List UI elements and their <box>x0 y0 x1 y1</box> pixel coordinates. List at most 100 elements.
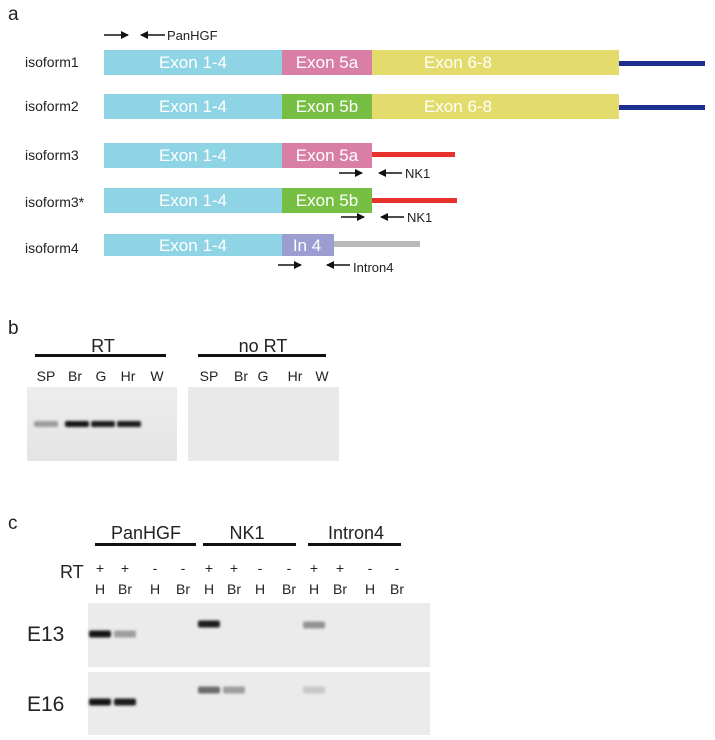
isoform-2: isoform2 Exon 1-4 Exon 5b Exon 6-8 <box>25 94 705 119</box>
primer-nk1-a: NK1 <box>339 166 430 181</box>
gel-band-rt-2 <box>91 421 115 427</box>
panel-a-label: a <box>8 4 19 25</box>
lane-label: Br <box>176 581 190 597</box>
exon5a-block <box>282 50 372 75</box>
lane-label: Br <box>282 581 296 597</box>
rt-sign: + <box>230 560 238 576</box>
lane-label: H <box>150 581 160 597</box>
rt-sign: + <box>336 560 344 576</box>
lane-label: SP <box>37 368 56 384</box>
lane-label: H <box>204 581 214 597</box>
group-nort-bar <box>198 354 326 357</box>
rt-sign: + <box>96 560 104 576</box>
lane-label: Br <box>227 581 241 597</box>
rt-sign: - <box>368 560 373 576</box>
primer-intron4: Intron4 <box>278 260 393 275</box>
primer-panhgf: PanHGF <box>104 28 218 43</box>
lane-label: Br <box>234 368 248 384</box>
group-rt-bar <box>35 354 166 357</box>
panel-c-label: c <box>8 513 18 534</box>
lane-label: G <box>96 368 107 384</box>
exon5b-label: Exon 5b <box>296 191 358 210</box>
gel-band-0-8 <box>303 621 325 629</box>
intron4-block <box>282 234 334 256</box>
group-panhgf-bar <box>95 543 196 546</box>
lane-label: Hr <box>288 368 303 384</box>
utr-tail-grey <box>334 241 420 247</box>
exon1-4-block <box>104 94 282 119</box>
lane-label: W <box>150 368 164 384</box>
lane-label: H <box>255 581 265 597</box>
primer-nk1-b: NK1 <box>341 210 432 225</box>
group-nort-label: no RT <box>239 336 288 356</box>
exon6-8-label: Exon 6-8 <box>424 53 492 72</box>
gel-band-1-1 <box>114 698 136 706</box>
lanes-rt: SP Br G Hr W <box>37 368 165 384</box>
isoform-3-star: isoform3* Exon 1-4 Exon 5b <box>25 188 457 213</box>
lane-label: W <box>315 368 329 384</box>
exon1-4-label: Exon 1-4 <box>159 53 227 72</box>
isoform-1: isoform1 Exon 1-4 Exon 5a Exon 6-8 <box>25 50 705 75</box>
isoform-2-label: isoform2 <box>25 98 79 114</box>
exon5b-block <box>282 94 372 119</box>
rt-signs: ++--++--++-- <box>96 560 400 576</box>
isoform-1-label: isoform1 <box>25 54 79 70</box>
lane-label: Br <box>118 581 132 597</box>
gel-band-0-4 <box>198 620 220 628</box>
gel-c-bands <box>89 620 325 706</box>
group-intron4-label: Intron4 <box>328 523 384 543</box>
gel-band-rt-0 <box>34 421 58 427</box>
utr-tail-blue <box>619 105 705 110</box>
gel-nort <box>188 387 339 461</box>
lane-label: G <box>258 368 269 384</box>
primer-nk1-label: NK1 <box>407 210 432 225</box>
group-rt-label: RT <box>91 336 115 356</box>
exon1-4-block <box>104 188 282 213</box>
gel-band-1-4 <box>198 686 220 694</box>
exon1-4-label: Exon 1-4 <box>159 146 227 165</box>
gel-band-1-0 <box>89 698 111 706</box>
rt-sign: + <box>121 560 129 576</box>
utr-tail-red <box>372 152 455 157</box>
primer-nk1-label: NK1 <box>405 166 430 181</box>
group-intron4-bar <box>308 543 401 546</box>
gel-e13 <box>88 603 430 667</box>
rt-sign: - <box>287 560 292 576</box>
gel-e16 <box>88 672 430 735</box>
group-nk1-bar <box>203 543 296 546</box>
utr-tail-red <box>372 198 457 203</box>
primer-intron4-label: Intron4 <box>353 260 393 275</box>
rt-sign: + <box>205 560 213 576</box>
isoform-3-label: isoform3 <box>25 147 79 163</box>
exon6-8-label: Exon 6-8 <box>424 97 492 116</box>
lane-label: Hr <box>121 368 136 384</box>
gel-band-rt-3 <box>117 421 141 427</box>
gel-band-0-0 <box>89 630 111 638</box>
exon5b-block <box>282 188 372 213</box>
gel-band-1-8 <box>303 686 325 694</box>
lane-label: Br <box>68 368 82 384</box>
exon1-4-label: Exon 1-4 <box>159 97 227 116</box>
isoform-4: isoform4 Exon 1-4 In 4 <box>25 234 420 256</box>
rt-sign: + <box>310 560 318 576</box>
isoform-3: isoform3 Exon 1-4 Exon 5a <box>25 143 455 168</box>
rt-sign: - <box>395 560 400 576</box>
group-nk1-label: NK1 <box>229 523 264 543</box>
lane-label: H <box>95 581 105 597</box>
lane-label: Br <box>333 581 347 597</box>
exon1-4-block <box>104 50 282 75</box>
rt-sign: - <box>258 560 263 576</box>
exon5a-label: Exon 5a <box>296 146 359 165</box>
exon1-4-label: Exon 1-4 <box>159 191 227 210</box>
gel-band-0-1 <box>114 630 136 638</box>
exon6-8-block <box>372 94 619 119</box>
isoform-4-label: isoform4 <box>25 240 79 256</box>
primer-panhgf-label: PanHGF <box>167 28 218 43</box>
row-e16-label: E16 <box>27 693 64 716</box>
row-e13-label: E13 <box>27 623 64 646</box>
exon1-4-block <box>104 143 282 168</box>
rt-sign: - <box>153 560 158 576</box>
gel-band-1-5 <box>223 686 245 694</box>
